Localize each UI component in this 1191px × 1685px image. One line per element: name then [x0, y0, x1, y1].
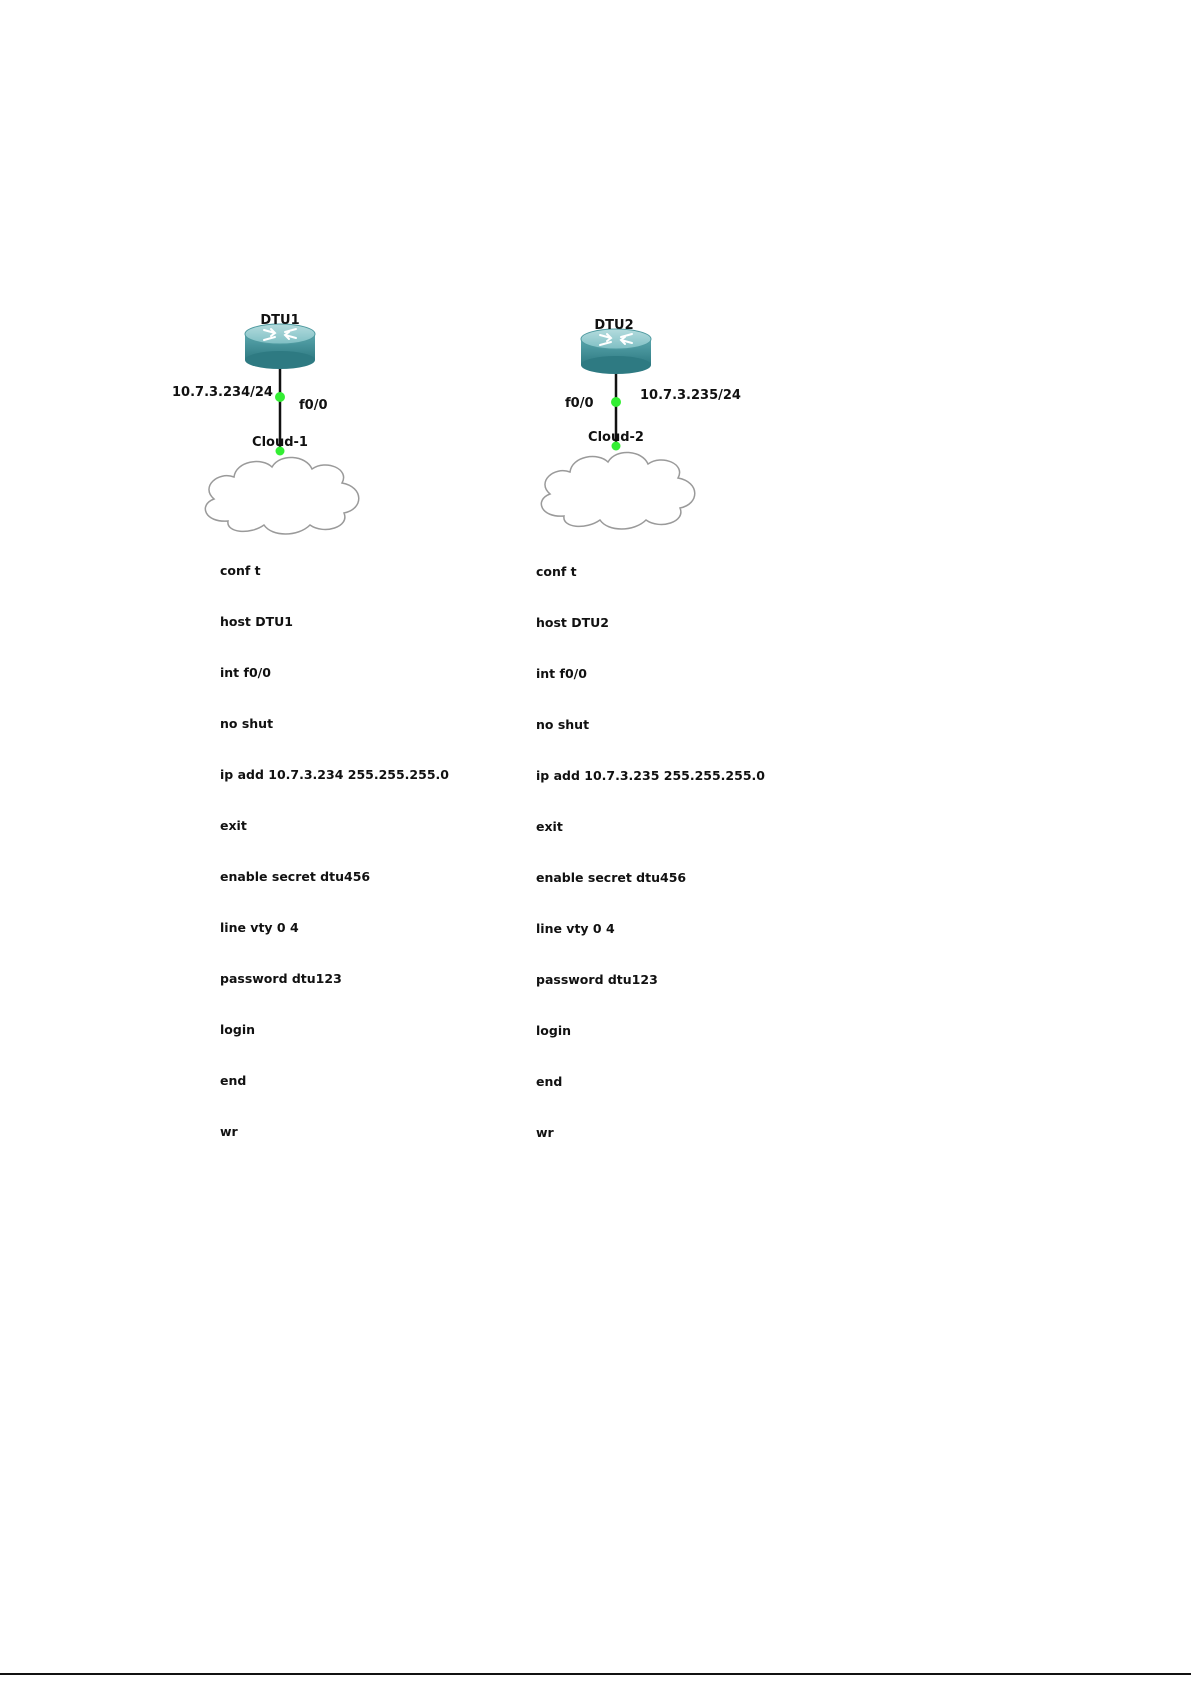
command-line: ip add 10.7.3.234 255.255.255.0	[220, 767, 449, 782]
command-line: wr	[220, 1124, 238, 1139]
command-line: enable secret dtu456	[536, 870, 687, 885]
cloud-label: Cloud-1	[252, 435, 308, 450]
command-line: end	[220, 1073, 247, 1088]
command-line: line vty 0 4	[536, 921, 615, 936]
router-icon	[244, 323, 316, 370]
command-line: enable secret dtu456	[220, 869, 371, 884]
cloud-icon	[204, 456, 360, 535]
command-line: conf t	[536, 564, 577, 579]
command-line: no shut	[536, 717, 590, 732]
command-line: int f0/0	[220, 665, 271, 680]
command-line: login	[536, 1023, 572, 1038]
cloud-label: Cloud-2	[588, 430, 644, 445]
port-dot	[275, 392, 285, 402]
topology-dtu2: DTU2 f0/0 10.7.3.235/24 Cloud-2	[540, 318, 741, 530]
command-line: conf t	[220, 563, 261, 578]
command-line: exit	[536, 819, 563, 834]
command-line: login	[220, 1022, 256, 1037]
ip-label: 10.7.3.234/24	[172, 385, 273, 400]
command-line: host DTU1	[220, 614, 294, 629]
footer-rule	[0, 1673, 1191, 1675]
config-commands-dtu2: conf t host DTU2 int f0/0 no shut ip add…	[536, 529, 765, 1158]
command-line: host DTU2	[536, 615, 610, 630]
port-dot	[611, 441, 621, 451]
command-line: end	[536, 1074, 563, 1089]
cloud-icon	[540, 451, 696, 530]
router-icon	[580, 328, 652, 375]
interface-label: f0/0	[299, 398, 328, 413]
command-line: wr	[536, 1125, 554, 1140]
port-dot	[611, 397, 621, 407]
interface-label: f0/0	[565, 396, 594, 411]
ip-label: 10.7.3.235/24	[640, 388, 741, 403]
command-line: password dtu123	[220, 971, 342, 986]
port-dot	[275, 446, 285, 456]
command-line: line vty 0 4	[220, 920, 299, 935]
command-line: int f0/0	[536, 666, 587, 681]
topology-dtu1: DTU1 10.7.3.234/24 f0/0 Cloud-1	[172, 313, 360, 535]
command-line: ip add 10.7.3.235 255.255.255.0	[536, 768, 765, 783]
command-line: password dtu123	[536, 972, 658, 987]
router-name-label: DTU1	[260, 313, 299, 328]
router-name-label: DTU2	[594, 318, 633, 333]
config-commands-dtu1: conf t host DTU1 int f0/0 no shut ip add…	[220, 528, 449, 1157]
command-line: exit	[220, 818, 247, 833]
command-line: no shut	[220, 716, 274, 731]
